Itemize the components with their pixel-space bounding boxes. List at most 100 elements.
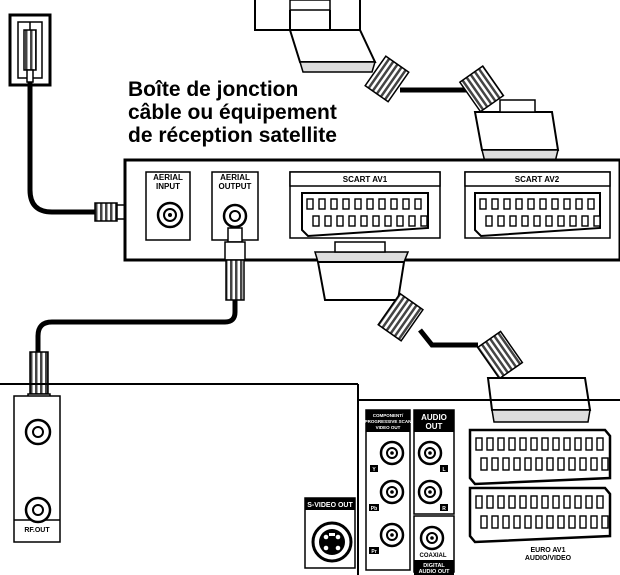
scart-pin (596, 495, 604, 509)
scart-pin (596, 437, 604, 451)
scart-pin (475, 437, 483, 451)
scart-pin (348, 215, 356, 227)
scart-pin (486, 437, 494, 451)
scart-pin (590, 457, 598, 471)
scart-pin (527, 198, 535, 210)
scart-av2-label: SCART AV2 (515, 175, 560, 184)
scart-pin (587, 198, 595, 210)
component-label-3: VIDEO OUT (376, 425, 401, 430)
scart-pin (579, 457, 587, 471)
caption-line-2: câble ou équipement (128, 101, 337, 124)
scart-pin (563, 198, 571, 210)
audio-r-label: R (442, 506, 446, 512)
scart-pin (601, 515, 609, 529)
scart-av1-plug (313, 241, 424, 342)
scart-pin (372, 215, 380, 227)
scart-pin (509, 215, 517, 227)
scart-pin (530, 495, 538, 509)
scart-pin (593, 215, 601, 227)
scart-pin (491, 457, 499, 471)
scart-pin (342, 198, 350, 210)
scart-pin (574, 495, 582, 509)
scart-pin (569, 215, 577, 227)
scart-av1-label: SCART AV1 (343, 175, 388, 184)
svideo-out-label: S-VIDEO OUT (307, 502, 353, 509)
scart-pin (396, 215, 404, 227)
audio-l-label: L (442, 467, 445, 473)
scart-pin (366, 198, 374, 210)
scart-pin (524, 457, 532, 471)
rf-cable (35, 300, 238, 352)
antenna-cable (27, 82, 95, 215)
scart-pin (497, 495, 505, 509)
scart-pin (502, 515, 510, 529)
scart-pin (336, 215, 344, 227)
scart-pin (574, 437, 582, 451)
caption-line-3: de réception satellite (128, 124, 337, 147)
scart-pin (546, 457, 554, 471)
scart-pin (535, 515, 543, 529)
aerial-output-plug (224, 227, 246, 301)
caption-line-1: Boîte de jonction (128, 78, 299, 101)
set-top-box-panel: AERIAL INPUT AERIAL OUTPUT SCART AV1 SCA… (123, 158, 620, 262)
scart-pin (545, 215, 553, 227)
scart-pin (354, 198, 362, 210)
scart-pin (524, 515, 532, 529)
caption-box-label: Boîte de jonction câble ou équipement de… (128, 78, 337, 147)
scart-pin (557, 515, 565, 529)
digital-audio-label-2: AUDIO OUT (419, 569, 451, 575)
scart-pin (485, 215, 493, 227)
scart-pin (533, 215, 541, 227)
scart-pin (513, 457, 521, 471)
scart-pin (402, 198, 410, 210)
scart-pin (579, 515, 587, 529)
component-pr-label: Pr (371, 549, 376, 555)
scart-pin (508, 495, 516, 509)
scart-pin (330, 198, 338, 210)
audio-out-label-1: AUDIO (421, 413, 447, 422)
scart-pin (508, 437, 516, 451)
scart-pin (575, 198, 583, 210)
scart-pin (503, 198, 511, 210)
scart-pin (539, 198, 547, 210)
scart-pin (515, 198, 523, 210)
scart-cable-bottom (418, 328, 478, 348)
scart-pin (420, 215, 428, 227)
scart-pin (551, 198, 559, 210)
scart-pin (541, 495, 549, 509)
scart-pin (568, 457, 576, 471)
scart-pin (563, 495, 571, 509)
scart-pin (497, 215, 505, 227)
scart-pin (519, 495, 527, 509)
scart-pin (312, 215, 320, 227)
euro-av1-label-1: EURO AV1 (530, 547, 565, 554)
aerial-input-label-1: AERIAL (153, 173, 183, 182)
tv-frame: RF.OUT (0, 383, 358, 543)
scart-pin (513, 515, 521, 529)
scart-pin (535, 457, 543, 471)
tv-scart-top (254, 0, 410, 103)
aerial-output-label-1: AERIAL (220, 173, 250, 182)
scart-pin (585, 495, 593, 509)
scart-pin (530, 437, 538, 451)
scart-pin (497, 437, 505, 451)
euro-av1-top-pins (475, 437, 609, 471)
scart-pin (480, 515, 488, 529)
wall-antenna-socket (8, 13, 52, 87)
scart-pin (601, 457, 609, 471)
recorder-panel: COMPONENT/ PROGRESSIVE SCAN VIDEO OUT Y … (304, 384, 620, 575)
scart-pin (590, 515, 598, 529)
scart-pin (557, 215, 565, 227)
rf-out-label: RF.OUT (24, 527, 50, 534)
coaxial-label: COAXIAL (420, 553, 447, 559)
scart-pin (563, 437, 571, 451)
scart-pin (546, 515, 554, 529)
scart-pin (502, 457, 510, 471)
scart-pin (360, 215, 368, 227)
scart-pin (306, 198, 314, 210)
component-y-label: Y (372, 467, 376, 473)
scart-pin (408, 215, 416, 227)
aerial-input-label-2: INPUT (156, 182, 180, 191)
scart-pin (475, 495, 483, 509)
